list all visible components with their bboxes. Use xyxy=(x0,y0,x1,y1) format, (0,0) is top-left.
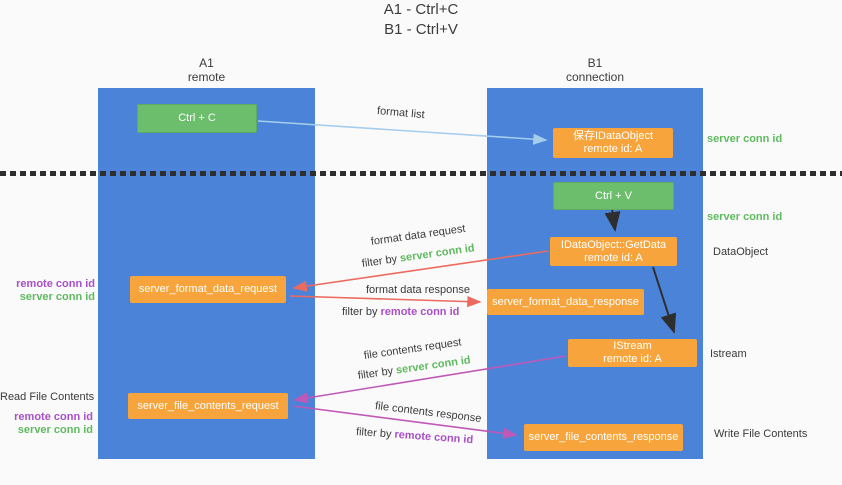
filter-id-1: server conn id xyxy=(399,242,476,265)
save-idataobject-line2: remote id: A xyxy=(583,143,643,155)
machine-separator-dotted-line xyxy=(0,171,842,176)
title-line-2: B1 - Ctrl+V xyxy=(384,21,458,38)
read-file-contents-label: Read File Contents xyxy=(0,391,95,403)
save-idataobject-node: 保存IDataObject remote id: A xyxy=(553,128,673,158)
ctrl-v-key-box: Ctrl + V xyxy=(553,182,674,210)
save-idataobject-line1: 保存IDataObject xyxy=(572,130,654,142)
dataobject-label: DataObject xyxy=(713,246,769,258)
server-file-contents-response-node: server_file_contents_response xyxy=(524,424,683,451)
right-column-role: connection xyxy=(565,70,625,84)
format-data-response-label: format data response xyxy=(366,284,470,296)
server-conn-id-label-2: server conn id xyxy=(17,424,93,436)
format-request-label: server_format_data_request xyxy=(138,283,278,295)
filter-id-2: remote conn id xyxy=(380,306,460,318)
format-response-label: server_format_data_response xyxy=(492,295,639,308)
getdata-line2: remote id: A xyxy=(584,251,643,264)
file-response-label: server_file_contents_response xyxy=(528,431,679,443)
filter-id-4: remote conn id xyxy=(394,428,474,447)
getdata-line1: IDataObject::GetData xyxy=(560,238,667,251)
server-conn-id-label-1: server conn id xyxy=(19,291,95,303)
left-column-header: A1 remote xyxy=(98,56,315,84)
filter-id-3: server conn id xyxy=(395,354,472,377)
istream-line2: remote id: A xyxy=(603,353,662,365)
istream-line1: IStream xyxy=(613,340,652,352)
ctrl-c-label: Ctrl + C xyxy=(178,112,216,124)
server-format-data-response-node: server_format_data_response xyxy=(487,289,644,315)
left-column-id: A1 xyxy=(199,56,214,70)
filter-by-text-3: filter by xyxy=(357,364,397,382)
server-conn-id-label-top: server conn id xyxy=(707,133,783,145)
idataobject-getdata-node: IDataObject::GetData remote id: A xyxy=(550,237,677,266)
left-conn-id-labels-lower: Read File Contents remote conn id server… xyxy=(0,391,95,437)
server-conn-id-label-mid: server conn id xyxy=(707,211,783,223)
right-column-id: B1 xyxy=(587,56,603,70)
filter-by-remote-conn-id-label-1: filter by remote conn id xyxy=(342,306,459,319)
filter-by-text-2: filter by xyxy=(342,306,381,318)
format-list-label: format list xyxy=(376,105,426,122)
left-column-role: remote xyxy=(187,70,226,84)
remote-conn-id-label-2: remote conn id xyxy=(14,411,93,423)
write-file-contents-label: Write File Contents xyxy=(714,428,808,440)
server-file-contents-request-node: server_file_contents_request xyxy=(128,393,288,419)
left-conn-id-labels-upper: remote conn id server conn id xyxy=(0,278,95,304)
right-column-header: B1 connection xyxy=(487,56,703,84)
title-line-1: A1 - Ctrl+C xyxy=(383,1,459,18)
ctrl-v-label: Ctrl + V xyxy=(595,189,632,202)
file-request-label: server_file_contents_request xyxy=(137,399,279,412)
diagram-title: A1 - Ctrl+C B1 - Ctrl+V xyxy=(0,0,842,40)
filter-by-text-1: filter by xyxy=(361,252,401,270)
file-contents-response-label: file contents response xyxy=(374,400,483,426)
server-format-data-request-node: server_format_data_request xyxy=(130,276,286,303)
istream-node: IStream remote id: A xyxy=(568,339,697,367)
filter-by-text-4: filter by xyxy=(355,426,395,441)
remote-conn-id-label-1: remote conn id xyxy=(16,278,95,290)
istream-side-label: Istream xyxy=(710,348,747,360)
ctrl-c-key-box: Ctrl + C xyxy=(137,104,257,133)
filter-by-remote-conn-id-label-2: filter by remote conn id xyxy=(356,426,474,447)
